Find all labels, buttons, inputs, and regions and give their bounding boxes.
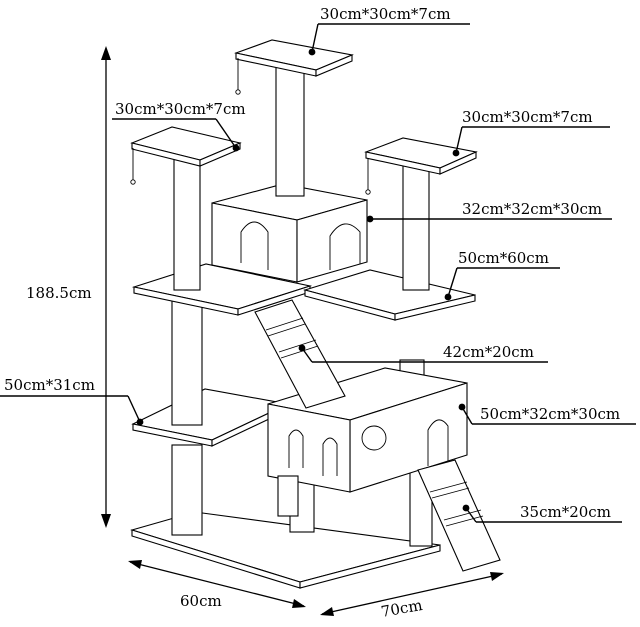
label-upper-ladder: 42cm*20cm [443, 343, 534, 361]
left-upper-post [173, 157, 201, 291]
upper-ladder [254, 299, 346, 409]
callout-top-platform: 30cm*30cm*7cm [308, 5, 470, 56]
callout-right-platform: 30cm*30cm*7cm [452, 108, 610, 157]
label-lower-house: 50cm*32cm*30cm [480, 405, 620, 423]
lower-ladder [417, 459, 501, 572]
callout-upper-ladder: 42cm*20cm [298, 343, 548, 363]
label-upper-right-shelf-text: 50cm*60cm [458, 249, 549, 267]
depth-dimension: 60cm [128, 560, 306, 610]
lower-house [267, 367, 468, 517]
left-main-post [171, 299, 203, 536]
label-top-platform: 30cm*30cm*7cm [320, 5, 451, 23]
top-platform [234, 39, 354, 95]
label-lower-ladder: 35cm*20cm [520, 503, 611, 521]
label-upper-house: 32cm*32cm*30cm [462, 200, 602, 218]
callout-lower-house: 50cm*32cm*30cm [458, 403, 636, 425]
label-left-shelf: 50cm*31cm [4, 376, 95, 394]
upper-house [211, 183, 368, 283]
right-platform [364, 137, 478, 195]
callout-left-platform: 30cm*30cm*7cm [112, 100, 246, 152]
width-dimension: 70cm [320, 572, 504, 621]
label-base-depth: 60cm [180, 592, 222, 610]
right-post [402, 159, 430, 291]
center-post [275, 57, 305, 197]
callout-upper-right-shelf: 50cm*60cm [444, 249, 560, 301]
label-total-height: 188.5cm [26, 284, 92, 302]
callout-upper-house: 32cm*32cm*30cm [366, 200, 612, 223]
left-low-shelf [131, 388, 290, 447]
callout-lower-ladder: 35cm*20cm [462, 503, 622, 523]
label-right-platform: 30cm*30cm*7cm [462, 108, 593, 126]
base-board [130, 511, 441, 589]
left-platform [130, 126, 242, 185]
callout-left-shelf: 50cm*31cm [0, 376, 144, 426]
height-dimension: 188.5cm [26, 46, 111, 528]
label-left-platform: 30cm*30cm*7cm [115, 100, 246, 118]
